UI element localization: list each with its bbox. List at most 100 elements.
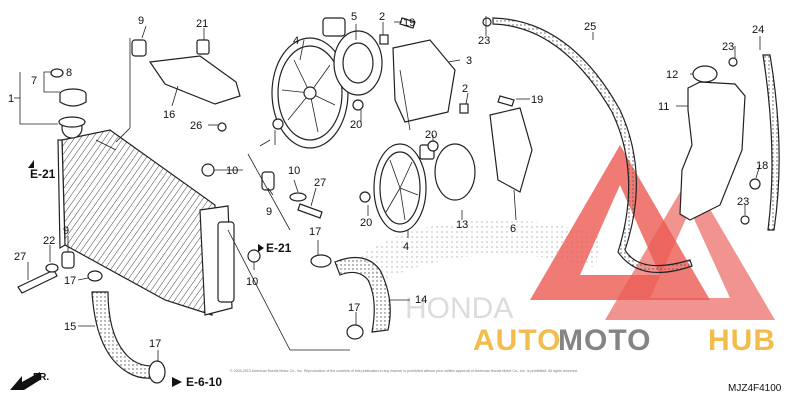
callout-1: 1	[8, 93, 14, 105]
fan-motor-lower	[419, 143, 476, 201]
front-label: FR.	[33, 372, 49, 383]
clip-23-right	[740, 215, 750, 225]
bolt-19-lower	[497, 95, 515, 107]
reference-labels: E-21 E-21 E-6-10 FR.	[10, 160, 292, 390]
clamp-17-left	[87, 270, 103, 282]
callout-27-right: 27	[314, 177, 326, 189]
callout-17-mid: 17	[309, 226, 321, 238]
callout-2-top: 2	[379, 11, 385, 23]
bolt-26	[217, 122, 227, 132]
callout-20-mid: 20	[425, 129, 437, 141]
watermark-auto: AUTO	[473, 324, 561, 357]
nut-20-mid	[427, 140, 439, 152]
callout-20-top: 20	[350, 119, 362, 131]
callout-7: 7	[31, 75, 37, 87]
radiator-bracket	[148, 55, 241, 105]
bolt-27-left	[17, 269, 58, 294]
callout-27-left: 27	[14, 251, 26, 263]
arrow-e21-left	[28, 160, 34, 168]
ref-e610: E-6-10	[186, 375, 222, 389]
callout-10-left: 10	[226, 165, 238, 177]
ref-e21-mid: E-21	[266, 241, 292, 255]
grommet-9-top	[131, 39, 147, 57]
nut-20-lower	[359, 191, 371, 203]
callout-23-right: 23	[722, 41, 734, 53]
callout-14: 14	[415, 294, 427, 306]
clamp-17-lower	[148, 360, 166, 384]
callout-3: 3	[466, 55, 472, 67]
callout-4-top: 4	[293, 35, 299, 47]
fan-motor-upper	[322, 17, 383, 96]
overflow-tube-25	[492, 17, 693, 273]
clamp-17-mid	[310, 254, 332, 268]
ref-e21-left: E-21	[30, 167, 56, 181]
front-arrow-icon	[10, 372, 40, 390]
callout-12: 12	[666, 69, 678, 81]
copyright-notice: © 2003-2013 American Honda Motor Co., In…	[230, 369, 578, 373]
callout-9-right: 9	[266, 206, 272, 218]
radiator-main	[57, 116, 235, 316]
fan-shroud-3	[392, 39, 456, 123]
arrow-e610	[172, 377, 182, 387]
callout-19-top: 19	[403, 17, 415, 29]
callout-22: 22	[43, 235, 55, 247]
callout-23-top: 23	[478, 35, 490, 47]
callout-19-mid: 19	[531, 94, 543, 106]
callout-23-tank: 23	[737, 196, 749, 208]
bolt-27-right	[297, 203, 323, 219]
watermark-hub: HUB	[708, 324, 776, 357]
callout-6: 6	[510, 223, 516, 235]
callout-20-low: 20	[360, 217, 372, 229]
callout-17-bottom: 17	[348, 302, 360, 314]
clip-23-tube	[482, 17, 492, 27]
callout-8: 8	[66, 67, 72, 79]
callout-9-left: 9	[63, 225, 69, 237]
breather-tube-24	[762, 54, 780, 231]
honda-wing-logo	[360, 219, 600, 282]
radiator-cap	[50, 68, 87, 107]
clamp-17-bottom	[346, 324, 364, 340]
washer-22	[45, 263, 59, 273]
callout-5: 5	[351, 11, 357, 23]
callout-26: 26	[190, 120, 202, 132]
leader-lines	[14, 16, 761, 362]
nut-20-left	[272, 118, 284, 130]
reserve-tank-cap-12	[692, 65, 718, 83]
callout-10-right: 10	[288, 165, 300, 177]
collar-21	[196, 39, 210, 55]
callout-13: 13	[456, 219, 468, 231]
clip-2-upper	[379, 34, 389, 45]
callout-11: 11	[658, 101, 669, 113]
callout-numbers: 1 7 8 9 21 16 26 10 10 9 27 4 5 2 19 23 …	[8, 11, 768, 350]
callout-24: 24	[752, 24, 764, 36]
collar-10-left	[201, 163, 215, 177]
nut-20-upper	[352, 99, 364, 111]
honda-watermark-text: HONDA	[405, 292, 513, 325]
fan-assembly-lower	[373, 143, 427, 233]
callout-17-left: 17	[64, 275, 76, 287]
grommet-9-right	[261, 171, 275, 191]
callout-18: 18	[756, 160, 768, 172]
arrow-e21-mid	[258, 244, 264, 252]
watermark: HONDA AUTO MOTO HUB	[360, 145, 776, 357]
callout-2-mid: 2	[462, 83, 468, 95]
clip-23-top	[728, 57, 738, 67]
fan-assembly-upper	[271, 37, 349, 149]
bolt-18	[749, 178, 761, 190]
diagram-code: MJZ4F4100	[728, 383, 782, 394]
washer-10-right	[289, 192, 307, 202]
watermark-moto: MOTO	[558, 324, 651, 357]
reserve-tank-11	[679, 81, 746, 221]
hose-mid-14	[334, 256, 391, 333]
callout-10-bottom: 10	[246, 276, 258, 288]
hose-lower-15	[91, 291, 153, 379]
clip-2-lower	[459, 103, 469, 114]
callout-17-lower: 17	[149, 338, 161, 350]
callout-4-low: 4	[403, 241, 409, 253]
callout-25: 25	[584, 21, 596, 33]
callout-16: 16	[163, 109, 175, 121]
red-triangle-logo-right	[605, 175, 775, 320]
fan-shroud-6	[489, 107, 533, 193]
